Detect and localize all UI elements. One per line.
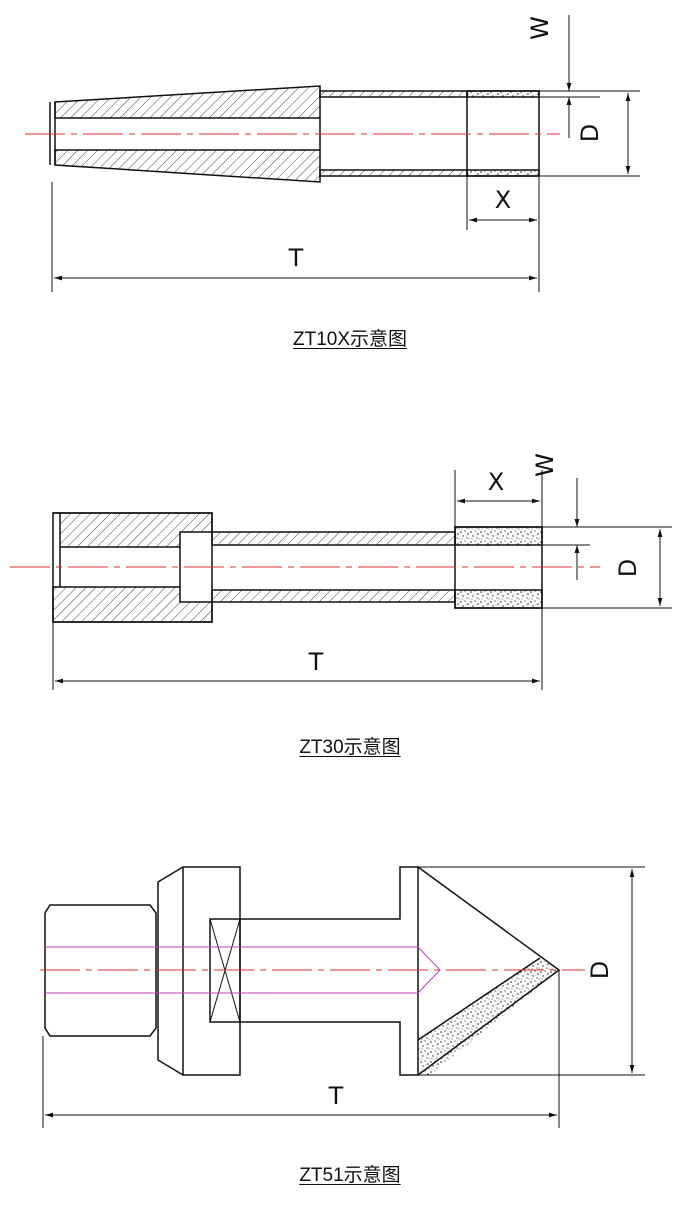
caption-text: ZT10X示意图	[292, 329, 408, 350]
abrasive-segment-upper	[454, 526, 543, 546]
abrasive-segment-lower	[466, 169, 540, 177]
label-t: T	[328, 1082, 344, 1110]
tube-wall-lower	[211, 589, 456, 603]
caption-zt51: ZT51示意图	[0, 1160, 700, 1187]
abrasive-segment-upper	[466, 90, 540, 98]
diagram-zt10x	[25, 15, 640, 292]
label-d: D	[586, 961, 614, 979]
body-neck	[240, 866, 419, 1076]
label-t: T	[308, 648, 324, 676]
diagram-zt30	[10, 470, 672, 690]
label-w: W	[531, 453, 559, 477]
caption-text: ZT30示意图	[299, 737, 401, 758]
abrasive-segment-lower	[454, 589, 543, 609]
shank-lower	[52, 586, 213, 623]
tube-wall-upper	[211, 531, 456, 546]
label-x: X	[495, 186, 511, 214]
label-w: W	[526, 16, 554, 40]
flange	[157, 866, 241, 1076]
caption-zt10x: ZT10X示意图	[0, 324, 700, 351]
shank-upper	[53, 512, 213, 548]
label-x: X	[488, 468, 504, 496]
caption-zt30: ZT30示意图	[0, 732, 700, 759]
threaded-shank	[44, 904, 157, 1037]
tube-wall-upper	[319, 90, 468, 98]
caption-text: ZT51示意图	[299, 1165, 401, 1186]
taper-body-lower	[54, 149, 321, 183]
tube-wall-lower	[319, 169, 468, 177]
diagram-zt51	[40, 866, 645, 1128]
taper-body-upper	[54, 85, 321, 119]
label-d: D	[614, 559, 642, 577]
cone-abrasive-lower	[418, 958, 559, 1075]
label-t: T	[288, 244, 304, 272]
label-d: D	[576, 124, 604, 142]
